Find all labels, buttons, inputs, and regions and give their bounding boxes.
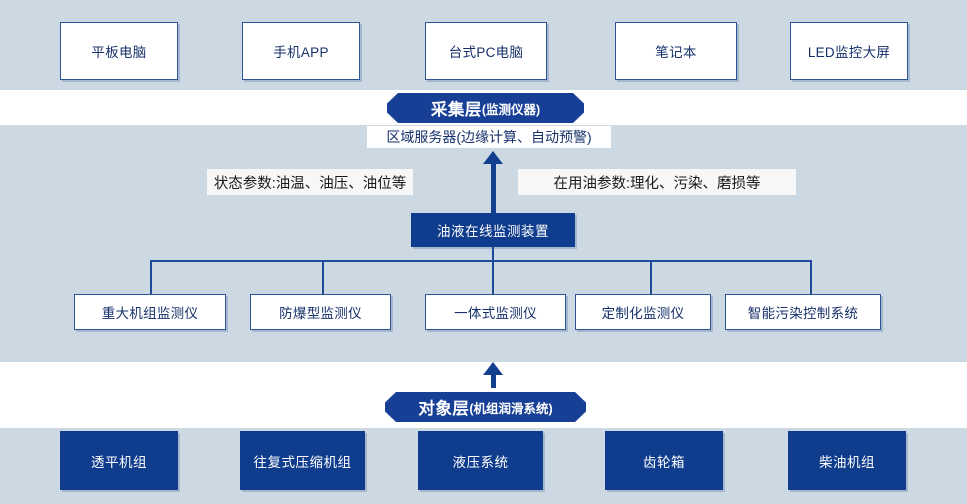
monitor-box-smart-contamination-control[interactable]: 智能污染控制系统 bbox=[725, 294, 881, 330]
monitor-box-customized[interactable]: 定制化监测仪 bbox=[575, 294, 711, 330]
object-layer-badge[interactable]: 对象层 (机组润滑系统) bbox=[385, 392, 586, 422]
arrow-object-to-monitor-head bbox=[483, 362, 503, 375]
tree-drop-line-4 bbox=[650, 260, 652, 294]
terminal-box-desktop-pc[interactable]: 台式PC电脑 bbox=[425, 22, 547, 80]
object-box-turbine-unit[interactable]: 透平机组 bbox=[60, 431, 178, 490]
arrow-device-to-server-stem bbox=[491, 163, 496, 213]
tree-drop-line-1 bbox=[150, 260, 152, 294]
object-layer-badge-main: 对象层 bbox=[418, 400, 470, 418]
object-box-reciprocating-compressor[interactable]: 往复式压缩机组 bbox=[240, 431, 365, 490]
collection-layer-badge-main: 采集层 bbox=[430, 101, 482, 119]
edge-server-label: 区域服务器(边缘计算、自动预警) bbox=[367, 126, 611, 148]
terminal-box-laptop[interactable]: 笔记本 bbox=[615, 22, 737, 80]
parameter-label-inuse-oil: 在用油参数:理化、污染、磨损等 bbox=[518, 169, 796, 195]
tree-bus-line bbox=[150, 260, 812, 262]
terminal-box-led-wall[interactable]: LED监控大屏 bbox=[790, 22, 908, 80]
monitor-box-major-unit[interactable]: 重大机组监测仪 bbox=[74, 294, 226, 330]
object-layer-badge-sub: (机组润滑系统) bbox=[469, 401, 553, 416]
object-box-diesel-unit[interactable]: 柴油机组 bbox=[788, 431, 906, 490]
tree-drop-line-5 bbox=[810, 260, 812, 294]
monitor-box-explosion-proof[interactable]: 防爆型监测仪 bbox=[250, 294, 391, 330]
arrow-device-to-server-head bbox=[483, 151, 503, 164]
parameter-label-status: 状态参数:油温、油压、油位等 bbox=[207, 169, 413, 195]
object-box-hydraulic-system[interactable]: 液压系统 bbox=[418, 431, 543, 490]
tree-trunk-line bbox=[492, 247, 494, 261]
collection-layer-badge-sub: (监测仪器) bbox=[481, 102, 541, 117]
tree-drop-line-3 bbox=[492, 260, 494, 294]
collection-layer-badge[interactable]: 采集层 (监测仪器) bbox=[387, 93, 584, 123]
tree-drop-line-2 bbox=[322, 260, 324, 294]
oil-online-monitoring-device-box[interactable]: 油液在线监测装置 bbox=[411, 213, 575, 247]
terminal-box-mobile-app[interactable]: 手机APP bbox=[242, 22, 360, 80]
monitor-box-integrated[interactable]: 一体式监测仪 bbox=[425, 294, 566, 330]
terminal-box-tablet[interactable]: 平板电脑 bbox=[60, 22, 178, 80]
arrow-object-to-monitor-stem bbox=[491, 374, 496, 388]
object-box-gearbox[interactable]: 齿轮箱 bbox=[605, 431, 723, 490]
